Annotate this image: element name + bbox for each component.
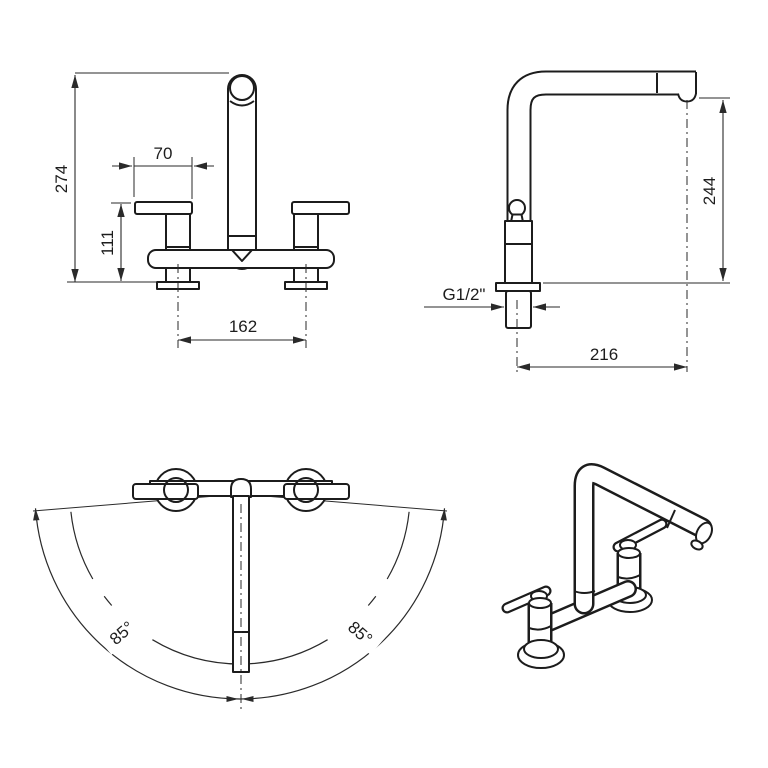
dim-inlet-centres-label: 162 bbox=[229, 317, 257, 336]
right-lever-handle bbox=[291, 201, 350, 215]
plan-spout-pivot bbox=[230, 478, 252, 498]
dimension-handle-length: 70 bbox=[112, 144, 214, 199]
dim-handle-height-label: 111 bbox=[98, 230, 117, 256]
dim-overall-height-label: 274 bbox=[52, 165, 71, 193]
dimension-inlet-centres: 162 bbox=[178, 317, 306, 344]
front-view: 274 70 111 162 bbox=[52, 72, 350, 348]
dimension-handle-height: 111 bbox=[98, 202, 131, 281]
callout-inlet-thread: G1/2" bbox=[424, 285, 560, 311]
spout-tip bbox=[231, 249, 253, 262]
perspective-view bbox=[501, 463, 713, 669]
side-valve-body bbox=[504, 220, 533, 284]
spout-top-circle bbox=[229, 75, 255, 101]
left-lever-handle bbox=[134, 201, 193, 215]
dimension-swivel-right: 85° bbox=[337, 609, 385, 655]
dimension-outlet-height: 244 bbox=[543, 97, 730, 284]
dimension-spout-reach: 216 bbox=[517, 345, 687, 371]
side-flange bbox=[495, 282, 541, 292]
side-view: 244 G1/2" 216 bbox=[424, 70, 730, 372]
dim-outlet-height-label: 244 bbox=[700, 177, 719, 205]
plan-view: 85° 85° bbox=[32, 468, 448, 710]
side-inlet-shank bbox=[505, 290, 532, 329]
dim-handle-length-label: 70 bbox=[154, 144, 173, 163]
inlet-thread-label: G1/2" bbox=[443, 285, 486, 304]
dim-spout-reach-label: 216 bbox=[590, 345, 618, 364]
dimension-overall-height: 274 bbox=[52, 72, 229, 283]
